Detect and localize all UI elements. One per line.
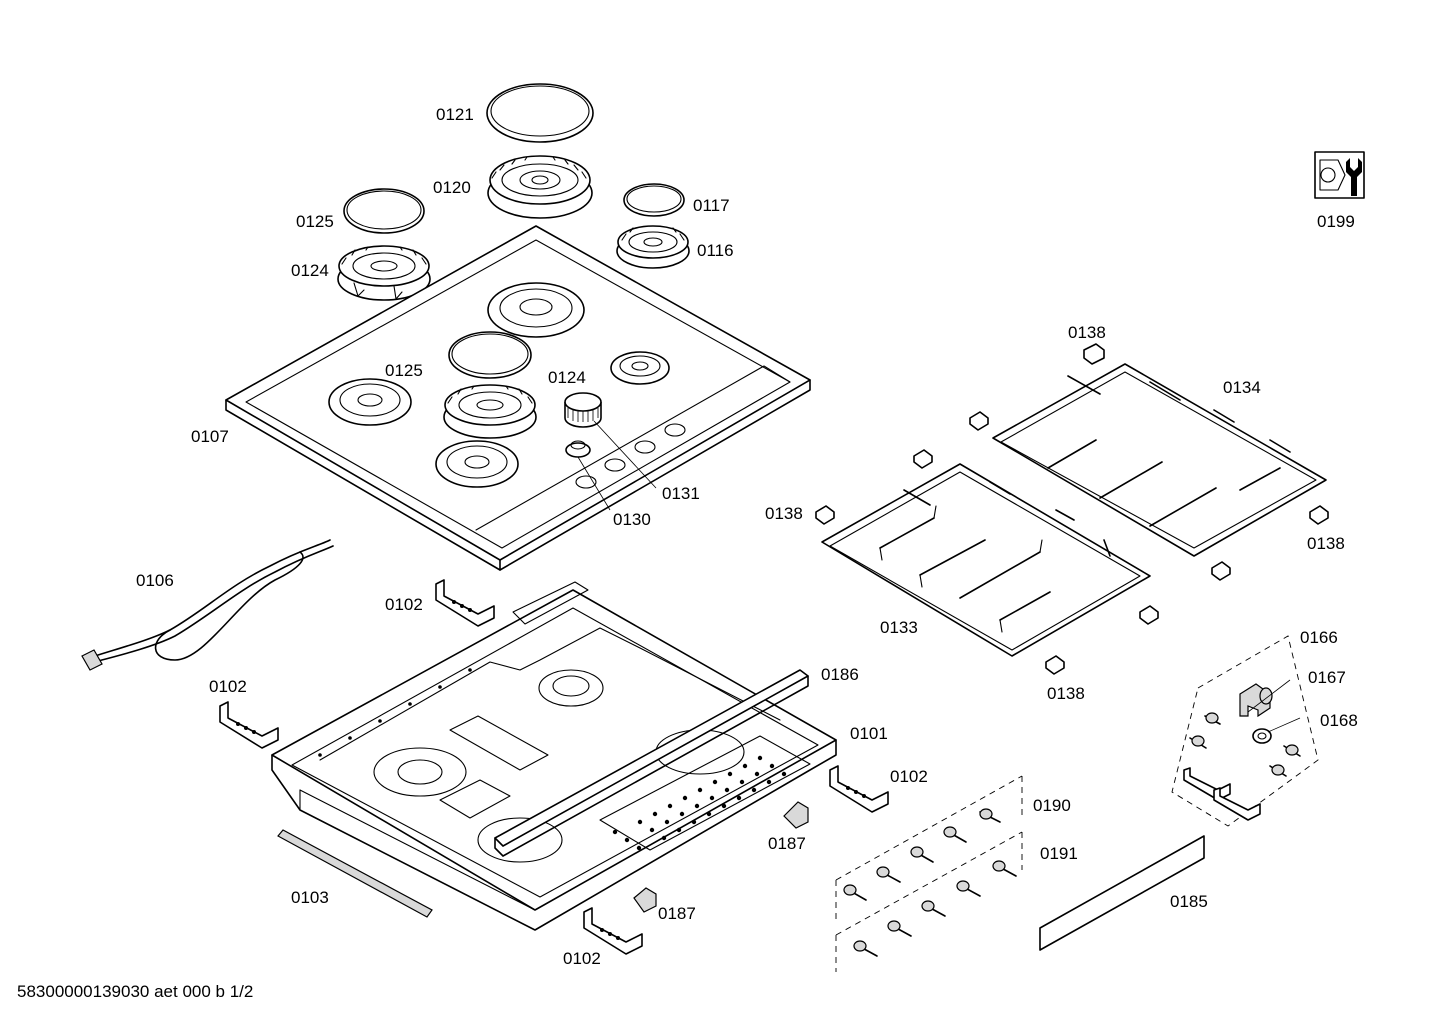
burner-head-small: [616, 225, 690, 269]
label-0125-upper: 0125: [296, 212, 334, 231]
label-0133: 0133: [880, 618, 918, 637]
kit-screw-2: [1189, 735, 1207, 749]
label-0138-right: 0138: [1307, 534, 1345, 553]
kit-bracket-2: [1213, 787, 1261, 821]
kit-bracket-1: [1183, 767, 1231, 801]
sealing-washer: [1252, 728, 1272, 744]
rubber-foot-3: [913, 449, 933, 469]
rubber-foot-5: [1309, 505, 1329, 525]
elbow-fitting: [1239, 683, 1273, 718]
label-0191: 0191: [1040, 844, 1078, 863]
screw-set-0191: [835, 831, 1023, 972]
label-0102-left: 0102: [209, 677, 247, 696]
label-0121: 0121: [436, 105, 474, 124]
burner-head-large: [487, 155, 593, 219]
rubber-foot-7: [1139, 605, 1159, 625]
bracket-upper: [435, 579, 495, 627]
bracket-left: [219, 701, 279, 749]
label-0117: 0117: [693, 196, 730, 215]
label-0107: 0107: [191, 427, 229, 446]
label-0120: 0120: [433, 178, 471, 197]
label-0138-top: 0138: [1068, 323, 1106, 342]
label-0124-upper: 0124: [291, 261, 329, 280]
perforation-holes: [612, 755, 787, 851]
label-0185: 0185: [1170, 892, 1208, 911]
rubber-foot-6: [1211, 561, 1231, 581]
kit-screw-3: [1283, 744, 1301, 757]
label-0125-lower: 0125: [385, 361, 423, 380]
wrench-nut-icon: [1314, 151, 1365, 199]
rubber-foot-8: [1045, 655, 1065, 675]
bracket-bottom: [583, 907, 643, 955]
label-0103: 0103: [291, 888, 329, 907]
burner-cap-medium-upper: [343, 188, 425, 234]
label-0186: 0186: [821, 665, 859, 684]
burner-cap-medium-lower: [448, 331, 532, 379]
label-0199: 0199: [1317, 212, 1355, 231]
label-0167: 0167: [1308, 668, 1346, 687]
power-cable: [81, 539, 334, 671]
screw-set-0190: [835, 775, 1023, 920]
pan-support-front: [821, 463, 1151, 657]
bracket-right: [829, 765, 889, 813]
label-0102-right: 0102: [890, 767, 928, 786]
label-0166: 0166: [1300, 628, 1338, 647]
label-0102-upper: 0102: [385, 595, 423, 614]
document-code: 58300000139030 aet 000 b 1/2: [17, 982, 254, 1001]
front-strip: [494, 669, 809, 857]
kit-screw-1: [1204, 712, 1221, 725]
label-0187-right: 0187: [768, 834, 806, 853]
rating-label: [1039, 835, 1205, 951]
part-labels: 0121 0120 0117 0116 0125 0124 0125 0124 …: [136, 105, 1358, 968]
label-0134: 0134: [1223, 378, 1261, 397]
burner-cap-small: [623, 183, 685, 217]
rubber-foot-2: [969, 411, 989, 431]
kit-screw-4: [1269, 764, 1287, 777]
label-0131: 0131: [662, 484, 700, 503]
label-0190: 0190: [1033, 796, 1071, 815]
seal-strip: [277, 829, 433, 918]
label-0116: 0116: [697, 241, 734, 260]
control-knob: [564, 392, 602, 428]
label-0124-lower: 0124: [548, 368, 586, 387]
burner-cap-large: [486, 83, 594, 143]
label-0138-bottom: 0138: [1047, 684, 1085, 703]
label-0138-left: 0138: [765, 504, 803, 523]
clip-bottom: [633, 887, 657, 913]
pan-support-rear: [992, 363, 1327, 557]
label-0168: 0168: [1320, 711, 1358, 730]
label-0130: 0130: [613, 510, 651, 529]
label-0101: 0101: [850, 724, 888, 743]
burner-head-medium-upper: [337, 245, 431, 301]
rubber-foot-4: [815, 505, 835, 525]
label-0106: 0106: [136, 571, 174, 590]
burner-head-medium-lower: [443, 384, 537, 439]
leader-lines: [577, 420, 1301, 733]
base-tray: [271, 581, 837, 931]
gas-connection-kit: [1171, 635, 1319, 827]
rubber-foot-1: [1083, 343, 1105, 365]
label-0102-bottom: 0102: [563, 949, 601, 968]
clip-right: [783, 801, 809, 829]
label-0187-bottom: 0187: [658, 904, 696, 923]
